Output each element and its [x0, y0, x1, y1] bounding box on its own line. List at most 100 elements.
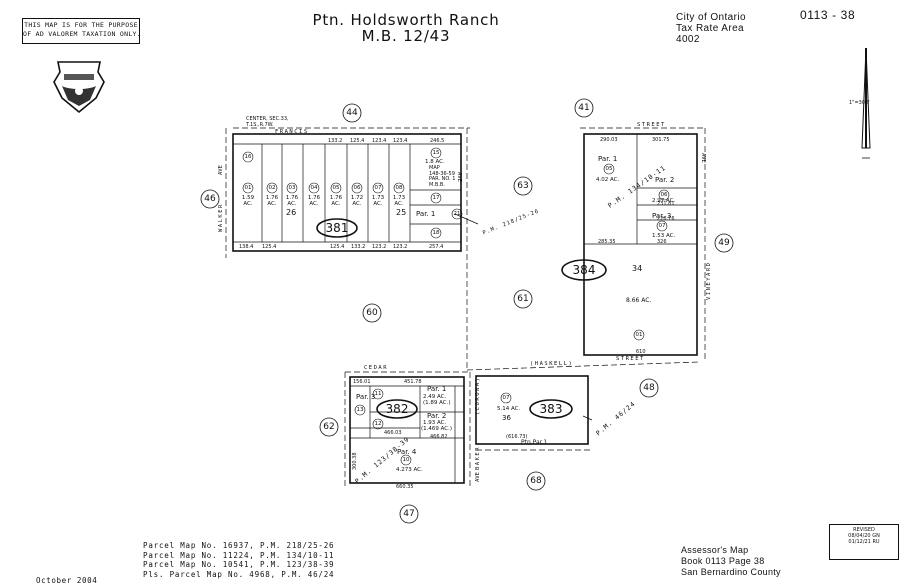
- dimension: 301.75: [652, 137, 670, 143]
- center-note-line: CENTER, SEC.33,: [246, 116, 289, 122]
- adjacent-page: 46: [204, 194, 216, 204]
- parcel-label: Par. 3: [652, 212, 672, 220]
- dimension: 451.78: [404, 379, 422, 385]
- parcel-number: 03: [288, 185, 296, 191]
- dimension: 228.76: [657, 216, 675, 222]
- center-note: CENTER, SEC.33, T.1S.,R.7W.: [246, 116, 289, 128]
- street-francis: FRANCIS: [275, 129, 309, 135]
- street-haskell: (HASKELL): [530, 361, 574, 367]
- north-arrow-icon: [861, 47, 871, 159]
- parcel-map-entry: Parcel Map No. 16937, P.M. 218/25-26: [143, 541, 335, 550]
- lot-number: 26: [286, 208, 297, 217]
- parcel-number: 04: [310, 185, 318, 191]
- city-name: City of Ontario: [676, 12, 746, 23]
- dimension: 125.4: [330, 244, 345, 250]
- parcel-number: 05: [332, 185, 340, 191]
- parcel-acreage: (1.469 AC.): [421, 426, 453, 432]
- parcel-label: Par. 2: [655, 176, 675, 184]
- parcel-number: 15: [432, 150, 440, 156]
- parcel-number: 07: [374, 185, 382, 191]
- parcel-acreage: 8.66 AC.: [626, 297, 652, 304]
- notice-line: OF AD VALOREM TAXATION ONLY.: [23, 30, 141, 38]
- parcel-number: 16: [244, 154, 252, 160]
- parcel-number: 11: [374, 391, 382, 397]
- parcel-label: Par. 1: [427, 385, 447, 393]
- dimension: 300.38: [352, 452, 358, 471]
- parcel-acreage: 1.76: [329, 195, 343, 201]
- parcel-acreage: 1.76: [307, 195, 321, 201]
- parcel-number: 02: [268, 185, 276, 191]
- adjacent-page: 68: [530, 476, 542, 486]
- adjacent-page: 62: [323, 422, 335, 432]
- dimension: 123.2: [393, 244, 408, 250]
- parcel-acreage-unit: AC.: [287, 201, 297, 207]
- parcel-number: 17: [432, 195, 440, 201]
- parcel-acreage: 1.76: [265, 195, 279, 201]
- dimension: 133.2: [328, 138, 343, 144]
- dimension: 156.01: [353, 379, 371, 385]
- parcel-acreage: 1.76: [285, 195, 299, 201]
- parcel-acreage-unit: AC.: [309, 201, 319, 207]
- assessor-block: Assessor's Map Book 0113 Page 38 San Ber…: [681, 545, 781, 578]
- adjacent-page: 49: [718, 238, 730, 248]
- book-page-384: 384: [572, 263, 596, 277]
- revision-title: REVISED: [853, 527, 875, 533]
- map-date: October 2004: [36, 576, 98, 585]
- parcel-acreage: 1.93 AC.: [423, 420, 447, 426]
- parcel-acreage: 1.53 AC.: [652, 233, 676, 239]
- parcel-label: Par. 3: [356, 393, 376, 401]
- parcel-number: 21: [453, 211, 461, 217]
- parcel-number: 06: [353, 185, 361, 191]
- note-line: PAR. NO. 1: [429, 176, 456, 182]
- parcel-acreage: 5.14 AC.: [497, 406, 521, 412]
- parcel-number: 07: [502, 395, 510, 401]
- dimension: 660.35: [396, 484, 414, 490]
- parcel-number: 01: [635, 332, 643, 338]
- street-top: STREET: [637, 122, 666, 128]
- dimension: 138.4: [239, 244, 254, 250]
- parcel-map-entry: Parcel Map No. 11224, P.M. 134/10-11: [143, 550, 335, 560]
- lot-number: 36: [502, 414, 511, 422]
- street-ave-mid: AVE: [456, 172, 462, 182]
- partial-parcel-label: Ptn.Par.1: [521, 439, 548, 446]
- revision-box: REVISED 08/04/20 GN 01/12/21 RU: [829, 524, 899, 560]
- parcel-acreage-unit: AC.: [373, 201, 383, 207]
- street-baker: BAKER: [475, 445, 481, 470]
- street-corona: (CORONA): [475, 376, 481, 416]
- parcel-label: Par. 1: [416, 210, 436, 218]
- parcel-acreage: 1.8 AC.: [425, 159, 445, 165]
- parcel-acreage: 1.59: [241, 195, 255, 201]
- adjacent-page: 41: [578, 103, 590, 113]
- dimension: 123.4: [393, 138, 408, 144]
- center-note-line: T.1S.,R.7W.: [246, 122, 274, 128]
- book-page-382: 382: [385, 402, 409, 416]
- street-ave-right: AVE: [700, 153, 706, 163]
- parcel-map-entry: Parcel Map No. 10541, P.M. 123/38-39: [143, 560, 335, 569]
- assessor-title: Assessor's Map: [681, 545, 749, 555]
- parcel-acreage: 1.73: [371, 195, 385, 201]
- parcel-map-list: Parcel Map No. 16937, P.M. 218/25-26 Par…: [143, 541, 334, 579]
- map-number: 0113 - 38: [800, 8, 856, 22]
- dimension: 123.2: [372, 244, 387, 250]
- parcel-acreage: (1.89 AC.): [423, 400, 451, 406]
- note-line: MAP: [429, 165, 440, 171]
- county-seal-icon: [53, 61, 105, 114]
- assessor-county: San Bernardino County: [681, 567, 781, 577]
- parcel-acreage-unit: AC.: [243, 201, 253, 207]
- adjacent-page: 60: [366, 308, 378, 318]
- adjacent-page: 63: [517, 181, 529, 191]
- parcel-acreage: 2.49 AC.: [423, 394, 447, 400]
- parcel-acreage: 2.97 AC.: [652, 198, 676, 204]
- parcel-acreage-unit: AC.: [267, 201, 277, 207]
- dimension: 466.03: [384, 430, 402, 436]
- dimension: 133.2: [351, 244, 366, 250]
- street-vineyard: VINEYARD: [706, 261, 712, 301]
- parcel-acreage: 4.02 AC.: [596, 177, 620, 183]
- dimension: 125.4: [262, 244, 277, 250]
- street-bottom: STREET: [616, 356, 645, 362]
- title-line: Ptn. Holdsworth Ranch: [312, 11, 500, 29]
- parcel-acreage-unit: AC.: [352, 201, 362, 207]
- parcel-acreage-unit: AC.: [331, 201, 341, 207]
- parcel-number: 06: [660, 192, 668, 198]
- parcel-number: 05: [605, 166, 613, 172]
